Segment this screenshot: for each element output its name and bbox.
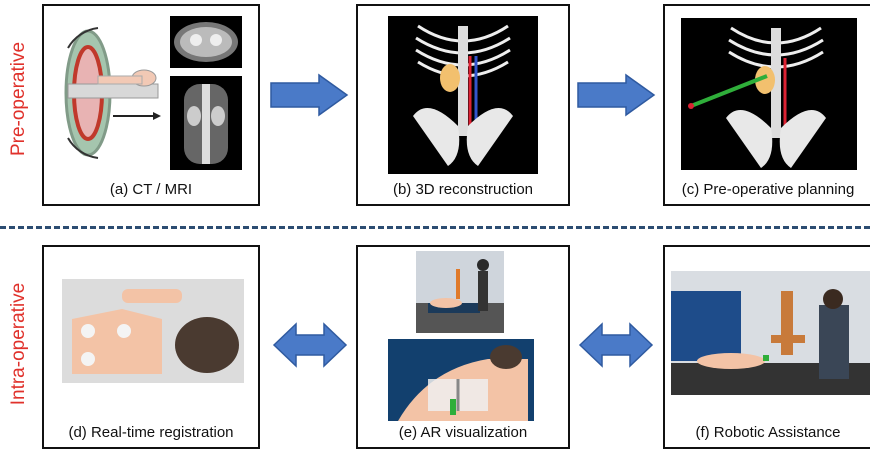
- robot-photo: [671, 271, 870, 395]
- panel-ar-visualization: (e) AR visualization: [356, 245, 570, 449]
- panel-real-time-registration: (d) Real-time registration: [42, 245, 260, 449]
- ct-coronal-slice: [170, 76, 242, 170]
- row-divider: [0, 226, 870, 229]
- pre-operative-label: Pre-operative: [8, 14, 30, 184]
- ct-axial-slice: [170, 16, 242, 68]
- arrow-b-to-c: [576, 73, 656, 117]
- caption-a: (a) CT / MRI: [44, 181, 258, 198]
- panel-ct-mri: (a) CT / MRI: [42, 4, 260, 206]
- panel-pre-operative-planning: (c) Pre-operative planning: [663, 4, 870, 206]
- double-arrow-d-e: [272, 322, 348, 368]
- panel-3d-reconstruction: (b) 3D reconstruction: [356, 4, 570, 206]
- intra-operative-label: Intra-operative: [8, 259, 30, 429]
- ar-room-photo: [416, 251, 504, 333]
- caption-f: (f) Robotic Assistance: [665, 424, 870, 441]
- caption-c: (c) Pre-operative planning: [665, 181, 870, 198]
- ct-scanner-illustration: [58, 18, 170, 168]
- mannequin-photo: [62, 279, 244, 383]
- double-arrow-e-f: [578, 322, 654, 368]
- caption-d: (d) Real-time registration: [44, 424, 258, 441]
- ar-overlay-photo: [388, 339, 534, 421]
- panel-robotic-assistance: (f) Robotic Assistance: [663, 245, 870, 449]
- caption-e: (e) AR visualization: [358, 424, 568, 441]
- planning-3d-render: [681, 18, 857, 170]
- arrow-a-to-b: [269, 73, 349, 117]
- skeleton-3d-render: [388, 16, 538, 174]
- caption-b: (b) 3D reconstruction: [358, 181, 568, 198]
